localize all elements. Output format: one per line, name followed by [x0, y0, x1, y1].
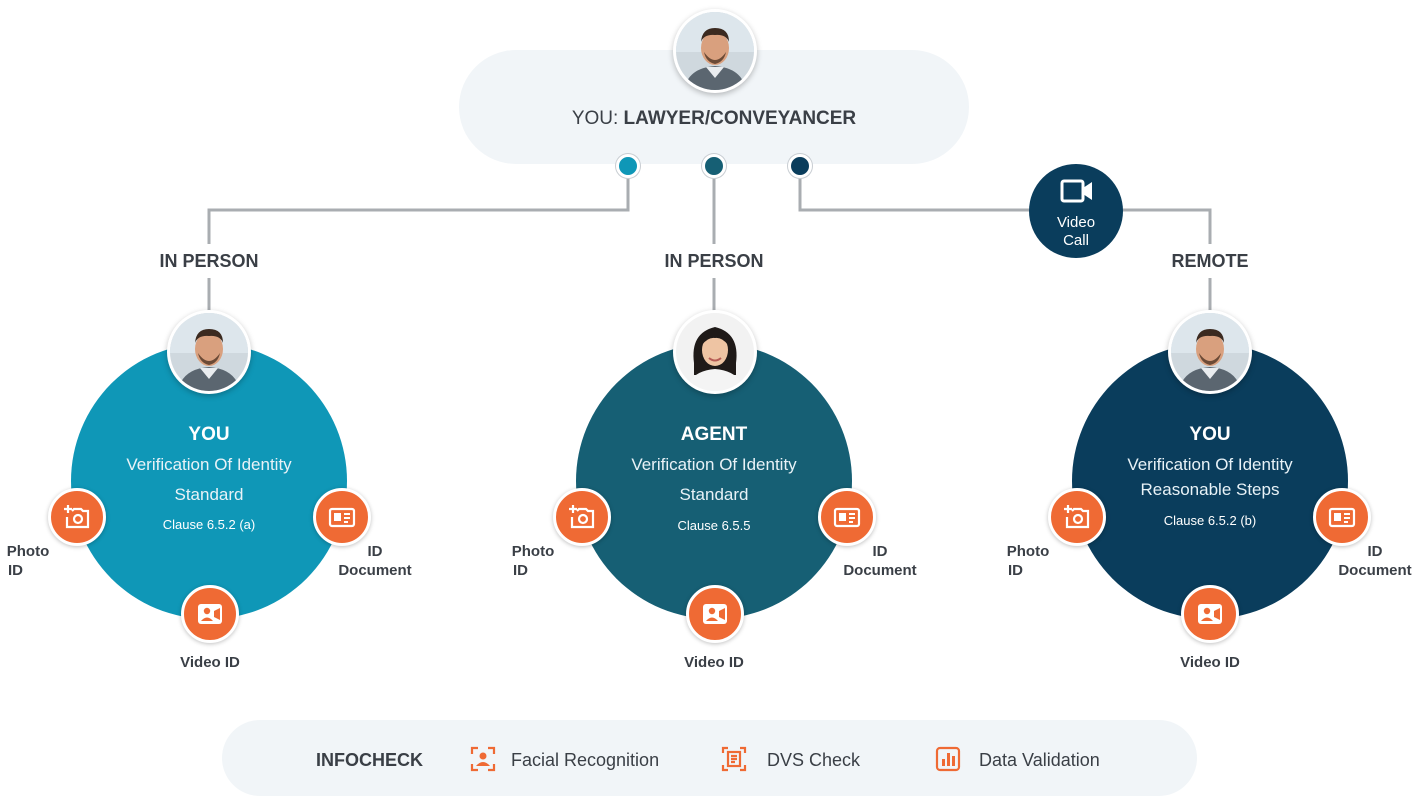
infocheck-brand: INFOCHECK [316, 750, 423, 770]
branch-dot-3 [788, 154, 812, 178]
doc-label-line-2: Document [338, 562, 412, 579]
id-document-label-1: ID Document [336, 542, 414, 580]
branch-label-3: REMOTE [1171, 251, 1249, 271]
video-call-line-2: Call [1063, 232, 1089, 249]
id-card-icon [833, 507, 861, 528]
id-document-label-3: ID Document [1336, 542, 1414, 580]
photo-id-label-2: Photo ID [511, 542, 555, 580]
id-document-badge-2 [818, 488, 876, 546]
branch-2-line-1: Verification Of Identity [631, 455, 797, 474]
woman-avatar-icon [676, 313, 754, 391]
connector-left [207, 176, 630, 244]
branch-1-clause: Clause 6.5.2 (a) [162, 517, 256, 532]
video-id-label-1: Video ID [180, 654, 240, 671]
top-role: LAWYER/CONVEYANCER [623, 108, 857, 129]
doc-label-line-2: Document [1338, 562, 1412, 579]
photo-id-label-3: Photo ID [1006, 542, 1050, 580]
video-id-icon [1198, 604, 1222, 624]
id-document-label-2: ID Document [841, 542, 919, 580]
video-id-icon [703, 604, 727, 624]
video-call-node: Video Call [1029, 164, 1123, 258]
photo-label-line-1: Photo [511, 543, 555, 560]
feature-facial-recognition: Facial Recognition [511, 750, 660, 770]
branch-dot-2 [702, 154, 726, 178]
branch-3-title: YOU [1189, 424, 1231, 445]
top-node-title: YOU: LAWYER/CONVEYANCER [459, 108, 969, 130]
branch-2-avatar [673, 310, 757, 394]
feature-data-validation: Data Validation [979, 750, 1100, 770]
man-avatar-icon [1171, 313, 1249, 391]
branch-1-avatar [167, 310, 251, 394]
photo-label-line-1: Photo [6, 543, 50, 560]
photo-label-line-2: ID [8, 562, 23, 579]
photo-id-badge-2 [553, 488, 611, 546]
doc-label-line-1: ID [1367, 543, 1383, 560]
video-id-badge-3 [1181, 585, 1239, 643]
photo-id-label-1: Photo ID [6, 542, 50, 580]
id-document-badge-1 [313, 488, 371, 546]
branch-2-line-2: Standard [679, 485, 749, 504]
doc-label-line-1: ID [872, 543, 888, 560]
branch-2-title: AGENT [680, 424, 748, 445]
video-id-badge-1 [181, 585, 239, 643]
branch-3-avatar [1168, 310, 1252, 394]
document-scan-icon [721, 746, 747, 772]
infocheck-bar [222, 720, 1197, 796]
photo-label-line-2: ID [1008, 562, 1023, 579]
id-card-icon [1328, 507, 1356, 528]
top-prefix: YOU: [571, 108, 619, 129]
branch-3-line-1: Verification Of Identity [1127, 455, 1293, 474]
man-avatar-icon [170, 313, 248, 391]
branch-1-title: YOU [188, 424, 230, 445]
branch-label-2: IN PERSON [664, 251, 764, 271]
photo-label-line-1: Photo [1006, 543, 1050, 560]
video-id-icon [198, 604, 222, 624]
photo-id-badge-3 [1048, 488, 1106, 546]
doc-label-line-1: ID [367, 543, 383, 560]
branch-1-line-1: Verification Of Identity [126, 455, 292, 474]
add-photo-icon [1064, 505, 1090, 529]
bar-chart-icon [935, 746, 961, 772]
feature-dvs-check: DVS Check [767, 750, 861, 770]
branch-1-line-2: Standard [174, 485, 244, 504]
video-id-label-3: Video ID [1180, 654, 1240, 671]
add-photo-icon [64, 505, 90, 529]
video-call-line-1: Video [1056, 214, 1096, 231]
photo-label-line-2: ID [513, 562, 528, 579]
doc-label-line-2: Document [843, 562, 917, 579]
branch-2-clause: Clause 6.5.5 [677, 518, 751, 533]
branch-label-1: IN PERSON [159, 251, 259, 271]
id-document-badge-3 [1313, 488, 1371, 546]
id-card-icon [328, 507, 356, 528]
branch-dot-1 [616, 154, 640, 178]
video-id-badge-2 [686, 585, 744, 643]
video-id-label-2: Video ID [684, 654, 744, 671]
video-camera-icon [1060, 179, 1092, 203]
man-avatar-icon [676, 12, 754, 90]
branch-3-line-2: Reasonable Steps [1140, 480, 1280, 499]
photo-id-badge-1 [48, 488, 106, 546]
branch-3-clause: Clause 6.5.2 (b) [1163, 513, 1257, 528]
top-avatar [673, 9, 757, 93]
facial-recognition-icon [470, 746, 496, 772]
connector-right [798, 176, 1212, 244]
add-photo-icon [569, 505, 595, 529]
